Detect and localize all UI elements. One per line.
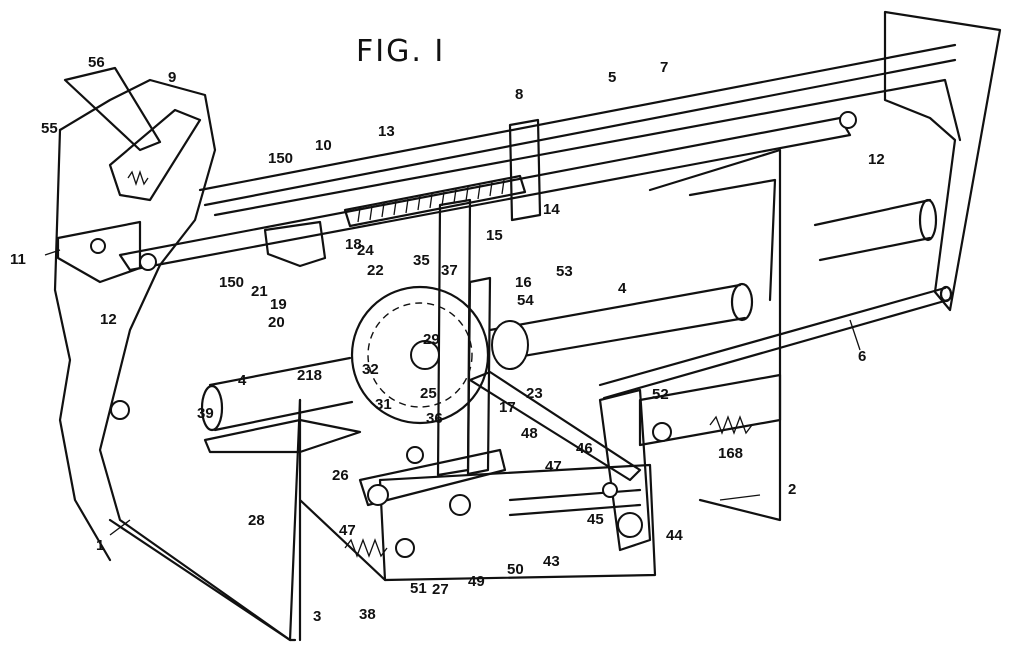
ref-numeral: 15 [486, 227, 503, 244]
ref-numeral: 47 [339, 522, 356, 539]
ref-numeral: 44 [666, 527, 683, 544]
ref-numeral: 47 [545, 458, 562, 475]
ref-numeral: 28 [248, 512, 265, 529]
ref-numeral: 51 [410, 580, 427, 597]
ref-numeral: 22 [367, 262, 384, 279]
ref-numeral: 11 [10, 251, 26, 268]
ref-numeral: 1 [96, 537, 105, 554]
ref-numeral: 52 [652, 386, 669, 403]
ref-numeral: 218 [297, 367, 323, 384]
ref-numeral: 5 [608, 69, 617, 86]
ref-numeral: 39 [197, 405, 214, 422]
ref-numeral: 20 [268, 314, 285, 331]
ref-numeral: 21 [251, 283, 268, 300]
ref-numeral: 14 [543, 201, 560, 218]
ref-numeral: 25 [420, 385, 437, 402]
ref-numeral: 37 [441, 262, 458, 279]
ref-numeral: 38 [359, 606, 376, 623]
ref-numeral: 50 [507, 561, 524, 578]
ref-numeral: 46 [576, 440, 593, 457]
ref-numeral: 7 [660, 59, 669, 76]
ref-numeral: 2 [788, 481, 797, 498]
ref-numeral: 32 [362, 361, 379, 378]
ref-numeral: 23 [526, 385, 543, 402]
ref-numeral: 4 [238, 372, 247, 389]
ref-numeral: 6 [858, 348, 867, 365]
ref-numeral: 10 [315, 137, 332, 154]
ref-numeral: 18 [345, 236, 362, 253]
ref-numeral: 56 [88, 54, 105, 71]
ref-numeral: 26 [332, 467, 349, 484]
ref-numeral: 45 [587, 511, 604, 528]
ref-numeral: 48 [521, 425, 538, 442]
ref-numeral: 4 [618, 280, 627, 297]
ref-numeral: 24 [357, 242, 374, 259]
ref-numeral: 36 [426, 410, 443, 427]
ref-numeral: 12 [868, 151, 885, 168]
ref-numeral: 54 [517, 292, 534, 309]
ref-numeral: 17 [499, 399, 516, 416]
ref-numeral: 3 [313, 608, 322, 625]
ref-numeral: 43 [543, 553, 560, 570]
ref-numeral: 8 [515, 86, 524, 103]
ref-numeral: 35 [413, 252, 430, 269]
ref-numeral: 55 [41, 120, 58, 137]
ref-numeral: 53 [556, 263, 573, 280]
ref-numeral: 150 [268, 150, 294, 167]
ref-numeral: 29 [423, 331, 440, 348]
ref-numeral: 19 [270, 296, 287, 313]
ref-numeral: 27 [432, 581, 449, 598]
ref-numeral: 16 [515, 274, 532, 291]
ref-numeral: 49 [468, 573, 485, 590]
ref-numeral: 150 [219, 274, 245, 291]
ref-numeral: 9 [168, 69, 177, 86]
ref-numeral: 13 [378, 123, 395, 140]
figure-title: FIG. I [356, 34, 446, 69]
ref-numeral: 168 [718, 445, 744, 462]
ref-numeral: 31 [375, 396, 392, 413]
ref-numeral: 12 [100, 311, 117, 328]
